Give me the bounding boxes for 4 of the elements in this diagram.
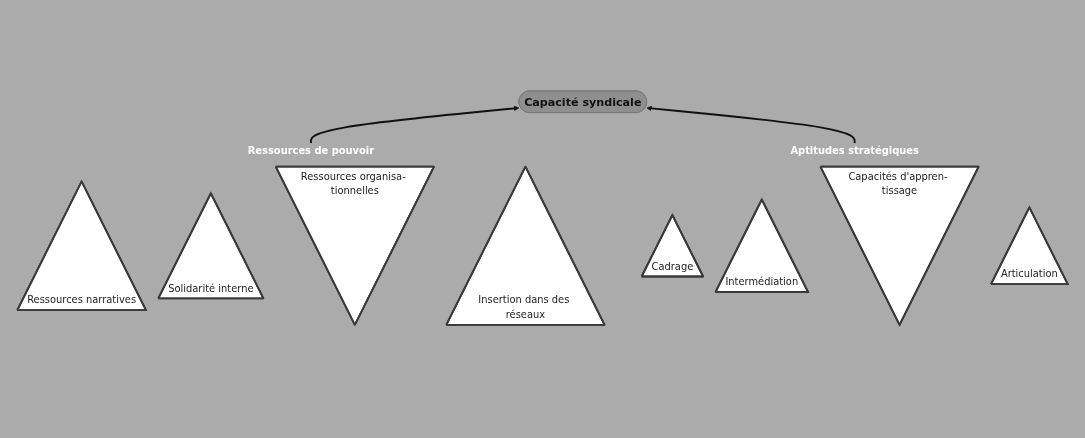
node-text: Aptitudes stratégiques <box>790 144 919 156</box>
node-text: Ressources de pouvoir <box>247 144 375 156</box>
arrow <box>310 105 520 144</box>
arrow <box>646 105 856 144</box>
